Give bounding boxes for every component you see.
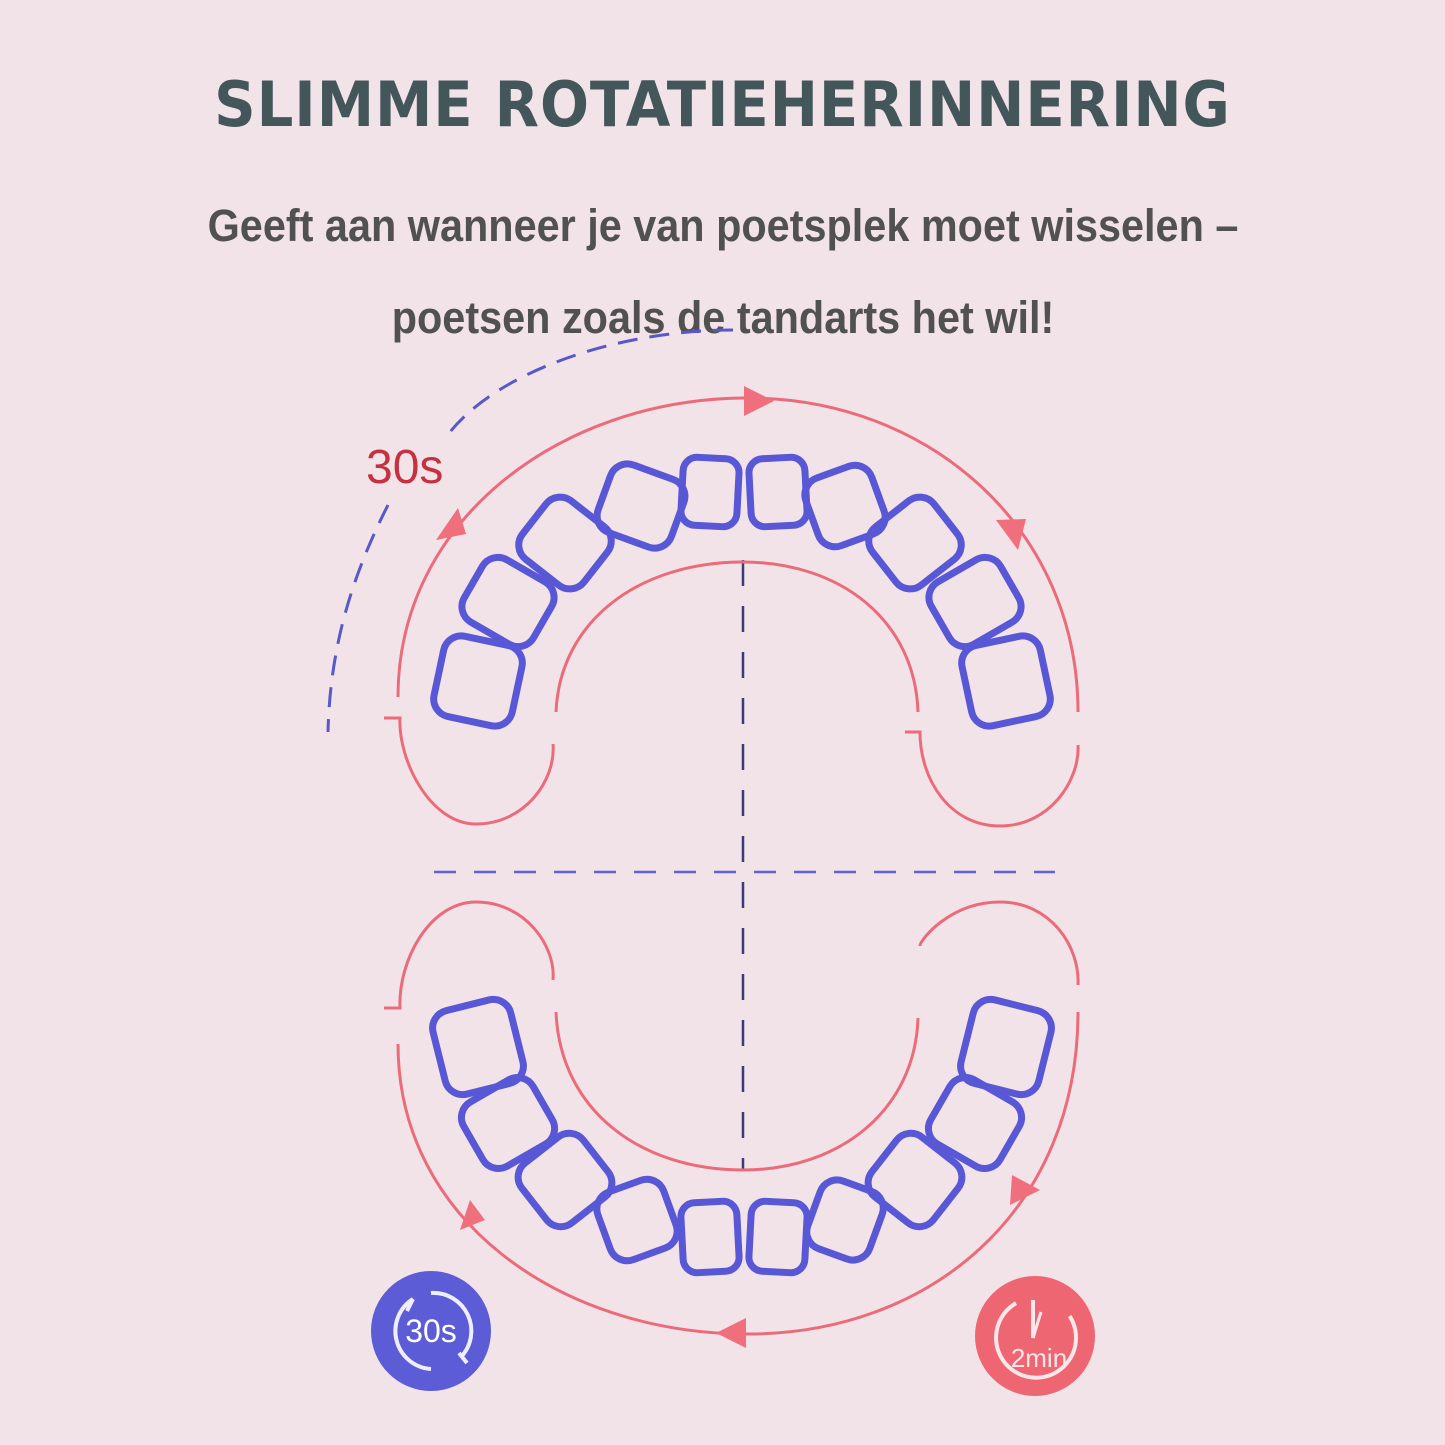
total-time-badge: 2min [975, 1276, 1095, 1396]
page-title: SLIMME ROTATIEHERINNERING [214, 68, 1231, 141]
lower-teeth [429, 995, 1055, 1277]
subtitle-line-1: Geeft aan wanneer je van poetsplek moet … [207, 200, 1239, 251]
lower-arch-arrows [460, 1175, 1040, 1348]
interval-badge-label: 30s [405, 1312, 457, 1349]
subtitle: Geeft aan wanneer je van poetsplek moet … [58, 180, 1388, 364]
upper-arch-brushing-path [384, 396, 1080, 828]
arrow-icon [996, 519, 1026, 550]
quadrant-dividers [434, 560, 1055, 1170]
interval-badge: 30s [371, 1271, 491, 1391]
quadrant-time-label: 30s [366, 441, 444, 494]
clock-2min-icon [994, 1300, 1078, 1380]
timer-30s-icon [393, 1290, 474, 1371]
arrow-icon [716, 1318, 746, 1348]
arrow-icon [1010, 1175, 1040, 1205]
arrow-icon [460, 1200, 485, 1230]
total-time-badge-label: 2min [1010, 1342, 1068, 1373]
arrow-icon [744, 386, 774, 416]
subtitle-line-2: poetsen zoals de tandarts het wil! [391, 292, 1055, 343]
upper-teeth [430, 453, 1054, 730]
arrow-icon [436, 508, 466, 540]
upper-arch-arrows [436, 386, 1026, 550]
quadrant-progress-arc [326, 328, 734, 733]
